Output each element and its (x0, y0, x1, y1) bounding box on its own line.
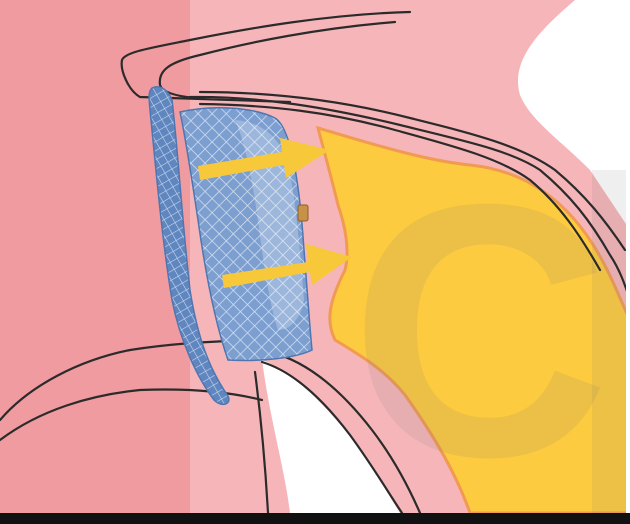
bottom-bar (0, 513, 630, 524)
left-tissue (0, 0, 190, 524)
watermark-bar (592, 170, 630, 513)
right-edge-strip (626, 0, 630, 513)
mesh-plug-tab (298, 205, 308, 221)
watermark-letter: C (350, 130, 610, 524)
